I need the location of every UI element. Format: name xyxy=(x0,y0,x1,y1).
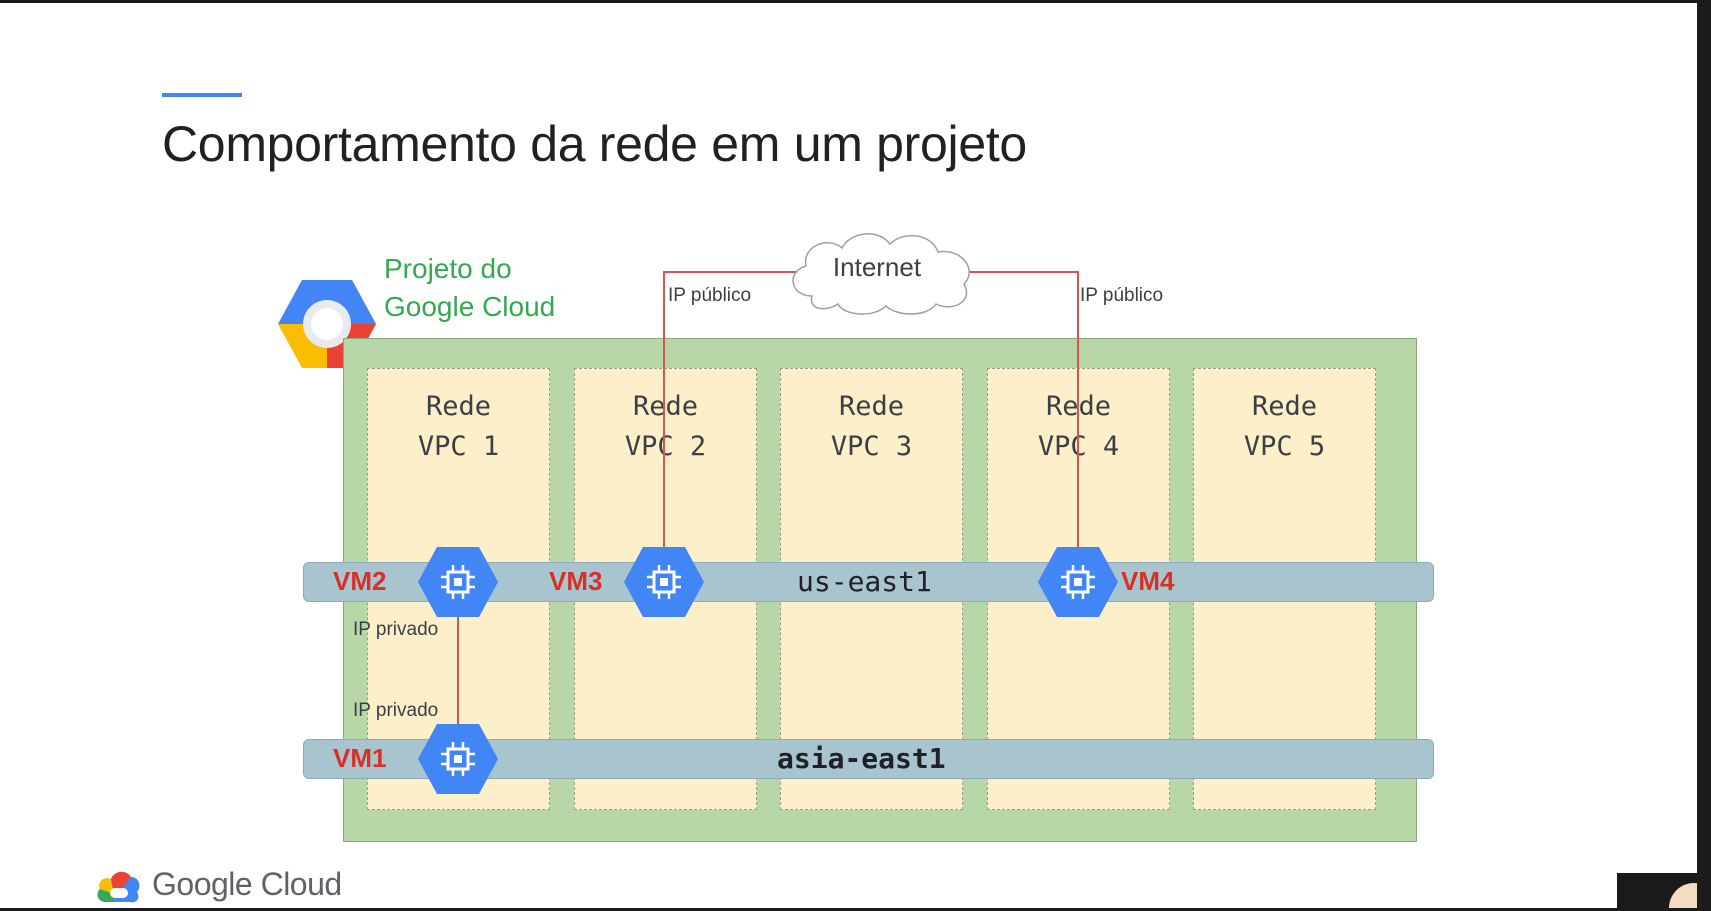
public-connection-vm4 xyxy=(965,271,1079,548)
vm-label-vm3: VM3 xyxy=(549,566,603,596)
public-ip-label-left: IP público xyxy=(668,285,752,306)
compute-engine-icon[interactable] xyxy=(416,545,500,619)
footer-brand: Google Cloud xyxy=(152,866,342,902)
vm-label-vm1: VM1 xyxy=(333,743,387,773)
vm-label-vm2: VM2 xyxy=(333,566,387,596)
internet-label: Internet xyxy=(832,252,922,282)
title-accent-bar xyxy=(162,93,242,97)
public-connection-vm3 xyxy=(663,271,800,548)
private-ip-label-lower: IP privado xyxy=(353,700,439,721)
region-label-asia-east1: asia-east1 xyxy=(777,742,946,775)
vpc-label-line1: Rede xyxy=(425,391,492,422)
compute-engine-icon[interactable] xyxy=(1036,545,1120,619)
window-bottom-border xyxy=(0,908,1711,911)
vpc-label-line2: VPC 2 xyxy=(624,431,707,462)
vpc-label-line1: Rede xyxy=(1251,391,1318,422)
private-ip-label-upper: IP privado xyxy=(353,619,439,640)
project-label-line2: Google Cloud xyxy=(384,291,556,322)
window-top-border xyxy=(0,0,1711,3)
vpc-label: Rede VPC 3 xyxy=(781,387,962,467)
corner-overlay xyxy=(1617,873,1697,908)
vpc-label: Rede VPC 5 xyxy=(1194,387,1375,467)
vpc-label: Rede VPC 2 xyxy=(575,387,756,467)
region-band-asia-east1: asia-east1 xyxy=(303,739,1434,779)
slide-title: Comportamento da rede em um projeto xyxy=(162,116,1027,172)
region-label-us-east1: us-east1 xyxy=(797,565,932,598)
vpc-label-line2: VPC 1 xyxy=(417,431,500,462)
window-right-border xyxy=(1697,0,1711,911)
vpc-label-line1: Rede xyxy=(632,391,699,422)
project-label: Projeto do Google Cloud xyxy=(384,250,604,326)
vpc-label-line2: VPC 5 xyxy=(1243,431,1326,462)
compute-engine-icon[interactable] xyxy=(622,545,706,619)
vpc-label-line1: Rede xyxy=(838,391,905,422)
vm-label-vm4: VM4 xyxy=(1121,566,1175,596)
google-cloud-logo-icon xyxy=(97,871,140,903)
vpc-label: Rede VPC 1 xyxy=(368,387,549,467)
compute-engine-icon[interactable] xyxy=(416,722,500,796)
project-label-line1: Projeto do xyxy=(384,253,512,284)
vpc-label-line2: VPC 3 xyxy=(830,431,913,462)
internet-cloud-icon xyxy=(792,233,970,315)
public-ip-label-right: IP público xyxy=(1080,285,1164,306)
